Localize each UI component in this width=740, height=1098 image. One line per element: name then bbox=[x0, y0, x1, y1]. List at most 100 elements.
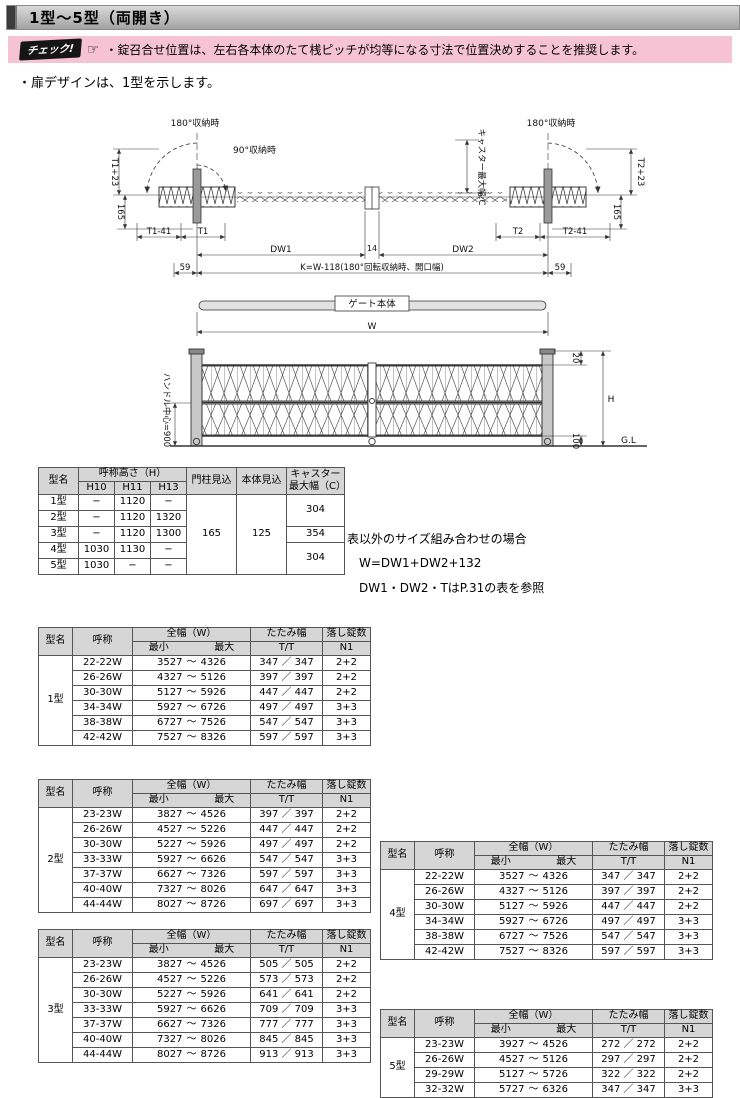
cell-name: 26-26W bbox=[414, 1052, 475, 1068]
cell-max: 4526 bbox=[540, 1037, 593, 1053]
cell-max: 5926 bbox=[198, 987, 251, 1003]
cell-fold: 347 ／ 347 bbox=[592, 869, 665, 885]
cell-locks: 2+2 bbox=[664, 1067, 713, 1083]
cell-tilde: 〜 bbox=[526, 914, 541, 930]
cell-name: 26-26W bbox=[72, 670, 133, 686]
cell-max: 4326 bbox=[540, 869, 593, 885]
cell-max: 5926 bbox=[198, 837, 251, 853]
cell-max: 4526 bbox=[198, 807, 251, 823]
cell-locks: 2+2 bbox=[322, 670, 371, 686]
cell-locks: 2+2 bbox=[322, 655, 371, 671]
cell-min: 3827 bbox=[132, 807, 185, 823]
cell-tilde: 〜 bbox=[184, 882, 199, 898]
table-row: 最小 最大 T/T N1 bbox=[381, 1023, 713, 1038]
header-model: 型名 bbox=[38, 779, 73, 808]
cell-locks: 3+3 bbox=[664, 914, 713, 930]
cell-min: 5127 bbox=[474, 899, 527, 915]
cell-fold: 505 ／ 505 bbox=[250, 957, 323, 973]
design-note: ・扉デザインは、1型を示します。 bbox=[18, 76, 220, 91]
header-max: 最大 bbox=[540, 855, 593, 870]
header-locks-sub: N1 bbox=[664, 855, 713, 870]
cell-pillar-depth: 165 bbox=[186, 494, 237, 575]
cell-min: 5727 bbox=[474, 1082, 527, 1098]
cell-min: 7527 bbox=[474, 944, 527, 960]
header-spacer bbox=[526, 1023, 541, 1038]
header-fold: たたみ幅 bbox=[592, 1009, 665, 1024]
header-fold-sub: T/T bbox=[250, 641, 323, 656]
cell-tilde: 〜 bbox=[526, 869, 541, 885]
cell-fold: 547 ／ 547 bbox=[250, 852, 323, 868]
cell-locks: 2+2 bbox=[664, 1037, 713, 1053]
table-row: 3型 − 1120 1300 354 bbox=[38, 526, 345, 543]
technical-drawing: 180°収納時 90°収納時 180°収納時 キャスター最大幅:C T1+23 … bbox=[109, 117, 647, 449]
header-name: 呼称 bbox=[72, 779, 133, 808]
w-dimension bbox=[196, 312, 549, 336]
cell-caster-type3: 354 bbox=[286, 526, 345, 543]
title-accent-block bbox=[7, 6, 17, 29]
header-pillar-depth: 門柱見込 bbox=[186, 467, 237, 495]
cell-locks: 2+2 bbox=[322, 987, 371, 1003]
header-fold-sub: T/T bbox=[592, 1023, 665, 1038]
caster-wheel-center bbox=[368, 437, 376, 446]
header-locks: 落し錠数 bbox=[322, 779, 371, 794]
cell-min: 7327 bbox=[132, 1032, 185, 1048]
cell-locks: 3+3 bbox=[322, 882, 371, 898]
cell-locks: 2+2 bbox=[322, 837, 371, 853]
cell-max: 5226 bbox=[198, 822, 251, 838]
cell-locks: 3+3 bbox=[664, 1082, 713, 1098]
caster-wheel-left bbox=[192, 437, 201, 446]
cell-name: 37-37W bbox=[72, 867, 133, 883]
cell-max: 4526 bbox=[198, 957, 251, 973]
cell-min: 5927 bbox=[132, 852, 185, 868]
cell-fold: 272 ／ 272 bbox=[592, 1037, 665, 1053]
cell-name: 29-29W bbox=[414, 1067, 475, 1083]
cell-h13: − bbox=[150, 542, 187, 559]
cell-tilde: 〜 bbox=[184, 730, 199, 746]
cell-name: 26-26W bbox=[414, 884, 475, 900]
header-fold: たたみ幅 bbox=[250, 779, 323, 794]
label-t2-minus-41: T2-41 bbox=[562, 227, 587, 237]
cell-max: 6326 bbox=[540, 1082, 593, 1098]
cell-tilde: 〜 bbox=[526, 1082, 541, 1098]
cell-h13: 1300 bbox=[150, 526, 187, 543]
cell-fold: 597 ／ 597 bbox=[250, 867, 323, 883]
cell-tilde: 〜 bbox=[184, 1032, 199, 1048]
cell-name: 33-33W bbox=[72, 852, 133, 868]
cell-fold: 497 ／ 497 bbox=[250, 837, 323, 853]
cell-tilde: 〜 bbox=[184, 1047, 199, 1063]
cell-locks: 3+3 bbox=[322, 730, 371, 746]
cell-model: 3型 bbox=[38, 526, 79, 543]
check-badge: チェック! bbox=[18, 38, 82, 61]
cell-locks: 2+2 bbox=[664, 884, 713, 900]
cell-name: 30-30W bbox=[72, 837, 133, 853]
note-line-2: W=DW1+DW2+132 bbox=[359, 556, 482, 570]
pointing-hand-icon: ☞ bbox=[86, 41, 100, 58]
cell-fold: 845 ／ 845 bbox=[250, 1032, 323, 1048]
table-row: 最小 最大 T/T N1 bbox=[39, 943, 371, 958]
header-spacer bbox=[184, 641, 199, 656]
cell-model: 1型 bbox=[38, 655, 73, 746]
post-right-plan bbox=[543, 168, 553, 224]
cell-locks: 2+2 bbox=[322, 807, 371, 823]
label-gate-body: ゲート本体 bbox=[348, 298, 396, 310]
cell-model: 4型 bbox=[38, 542, 79, 559]
cell-min: 6627 bbox=[132, 1017, 185, 1033]
cell-min: 5927 bbox=[474, 914, 527, 930]
table-row: 型名 呼称 全幅（W） たたみ幅 落し錠数 bbox=[380, 841, 713, 870]
label-right-180-stored: 180°収納時 bbox=[527, 117, 576, 129]
cell-min: 5927 bbox=[132, 700, 185, 716]
header-width: 全幅（W） bbox=[132, 627, 251, 642]
cell-name: 42-42W bbox=[414, 944, 475, 960]
table-row: 型名 呼称 全幅（W） たたみ幅 落し錠数 bbox=[38, 627, 371, 656]
cell-min: 4327 bbox=[132, 670, 185, 686]
